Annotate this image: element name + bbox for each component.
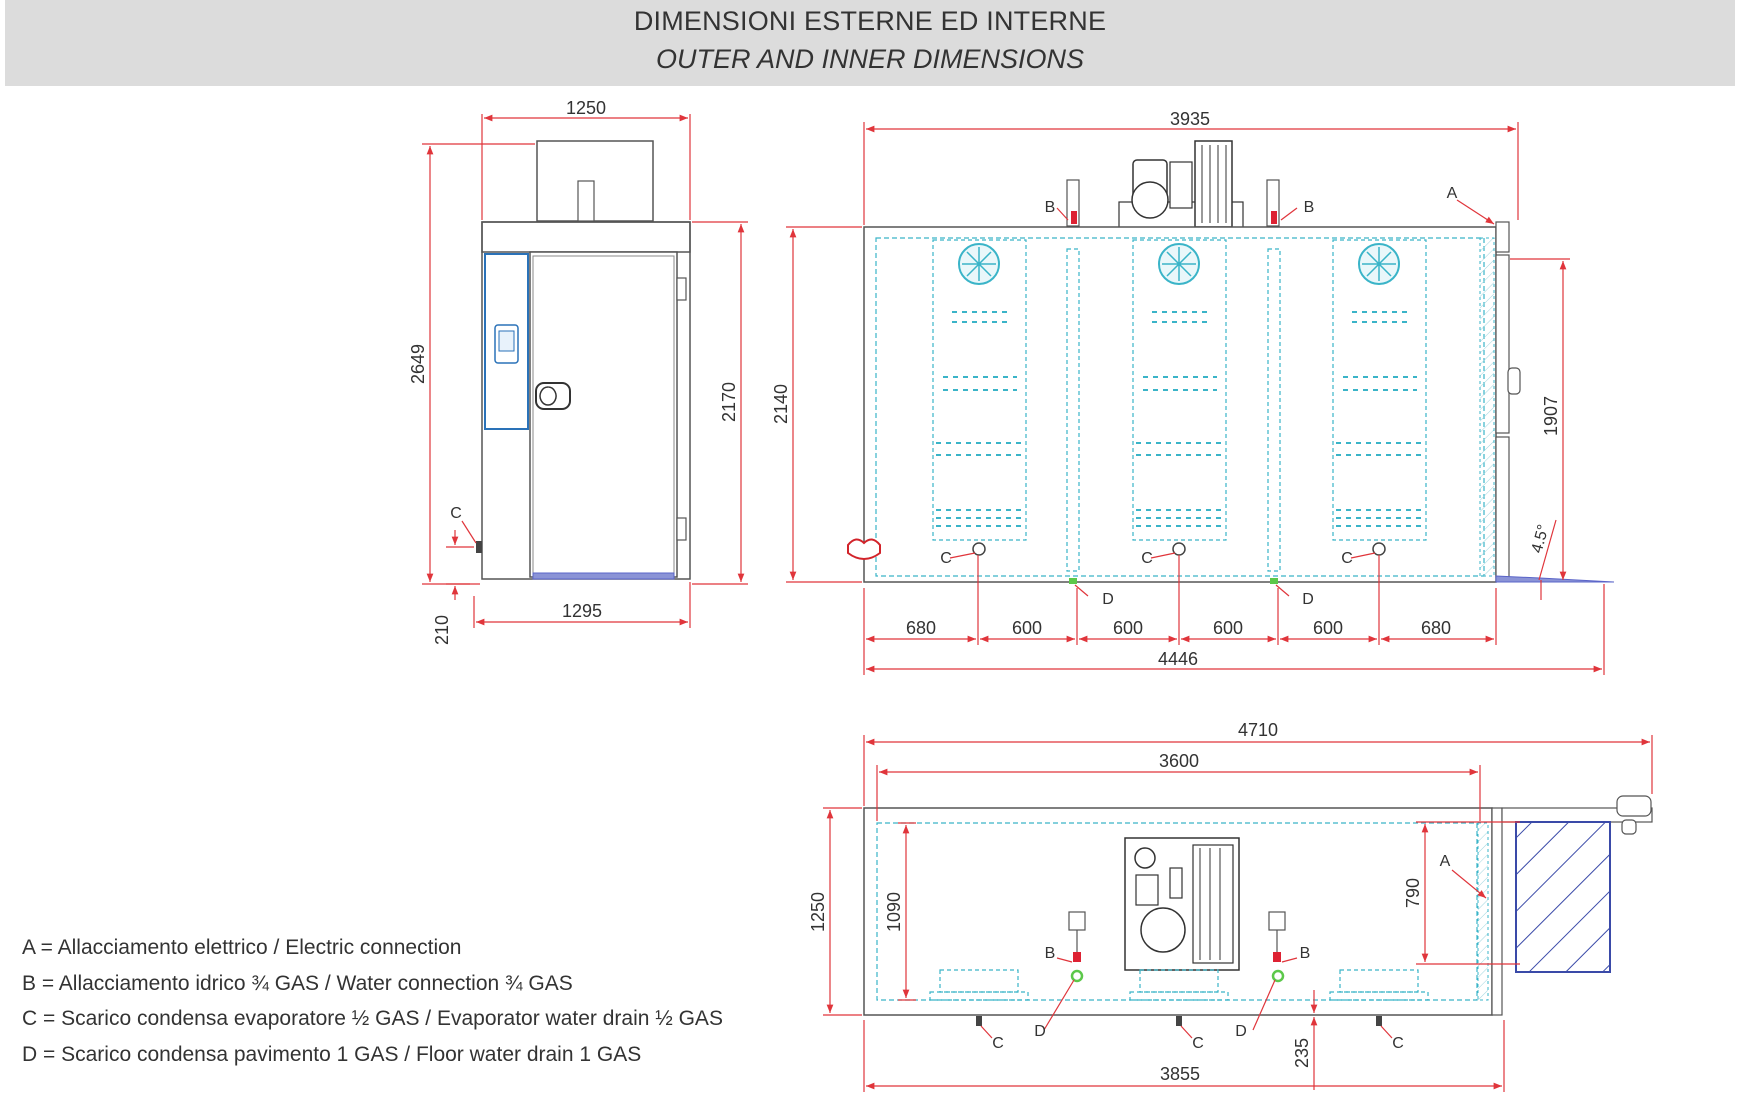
floor-drain-icon [1270, 578, 1278, 584]
front-label-c-1: C [940, 550, 952, 567]
plan-label-d-left: D [1034, 1023, 1046, 1040]
front-label-c-3: C [1341, 550, 1353, 567]
front-segment-1: 680 [906, 618, 936, 638]
side-drain-height: 210 [432, 615, 452, 645]
front-width-top: 3935 [1170, 109, 1210, 129]
title-italian: DIMENSIONI ESTERNE ED INTERNE [633, 6, 1107, 36]
door-handle-icon [535, 382, 571, 410]
legend-item-b: B = Allacciamento idrico ¾ GAS / Water c… [22, 971, 573, 995]
side-height-total: 2649 [408, 344, 428, 384]
hinge-icon [676, 277, 687, 301]
front-label-c-2: C [1141, 550, 1153, 567]
title-english: OUTER AND INNER DIMENSIONS [655, 44, 1085, 74]
legend: A = Allacciamento elettrico / Electric c… [22, 930, 723, 1072]
side-width-base: 1295 [562, 601, 602, 621]
plan-label-c-3: C [1392, 1035, 1404, 1052]
front-view [847, 140, 1615, 584]
front-label-a: A [1447, 185, 1458, 202]
front-label-d-2: D [1302, 591, 1314, 608]
drain-c-icon [976, 1016, 982, 1026]
front-dimensions [786, 122, 1605, 675]
side-view [476, 140, 691, 580]
front-height-door: 1907 [1541, 396, 1561, 436]
plan-label-b-left: B [1045, 945, 1056, 962]
header-banner: DIMENSIONI ESTERNE ED INTERNE OUTER AND … [5, 0, 1735, 86]
drain-c-icon [1176, 1016, 1182, 1026]
side-top-panel [481, 221, 691, 253]
plan-label-c-2: C [1192, 1035, 1204, 1052]
legend-item-a: A = Allacciamento elettrico / Electric c… [22, 936, 462, 959]
side-door [529, 251, 678, 578]
hinge-icon [676, 517, 687, 541]
side-label-c: C [450, 505, 462, 522]
plan-depth-outer: 1250 [808, 892, 828, 932]
plan-label-b-right: B [1300, 945, 1311, 962]
drain-c-icon [1376, 1016, 1382, 1026]
plan-width-bottom: 3855 [1160, 1064, 1200, 1084]
front-segment-2: 600 [1012, 618, 1042, 638]
legend-item-d: D = Scarico condensa pavimento 1 GAS / F… [22, 1042, 642, 1066]
front-segment-5: 600 [1313, 618, 1343, 638]
side-width-top: 1250 [566, 98, 606, 118]
floor-drain-icon [1070, 969, 1084, 983]
door-swing-area [1515, 821, 1611, 973]
front-segment-6: 680 [1421, 618, 1451, 638]
front-width-total: 4446 [1158, 649, 1198, 669]
side-height-body: 2170 [719, 382, 739, 422]
front-segment-4: 600 [1213, 618, 1243, 638]
plan-drain-offset: 235 [1292, 1038, 1312, 1068]
front-ramp-angle: 4.5° [1529, 523, 1553, 555]
plan-door-depth: 790 [1403, 878, 1423, 908]
plan-label-c-1: C [992, 1035, 1004, 1052]
front-segment-3: 600 [1113, 618, 1143, 638]
plan-dimensions [823, 735, 1653, 1092]
drain-c-icon [972, 542, 986, 556]
brand-logo-icon [847, 538, 881, 560]
side-condensing-unit [536, 140, 654, 222]
legend-item-c: C = Scarico condensa evaporatore ½ GAS /… [22, 1007, 723, 1030]
front-label-b-right: B [1304, 199, 1315, 216]
plan-label-a: A [1440, 853, 1451, 870]
side-dimensions [422, 114, 748, 628]
floor-drain-icon [1069, 578, 1077, 584]
plan-width-total: 4710 [1238, 720, 1278, 740]
front-height-body: 2140 [771, 384, 791, 424]
plan-width-inner: 3600 [1159, 751, 1199, 771]
plan-depth-inner: 1090 [884, 892, 904, 932]
plan-label-d-right: D [1235, 1023, 1247, 1040]
front-label-b-left: B [1045, 199, 1056, 216]
plan-view [863, 795, 1653, 1026]
drain-fitting-icon [476, 541, 482, 553]
front-cabinet [863, 226, 1497, 583]
floor-drain-icon [1271, 969, 1285, 983]
front-label-d-1: D [1102, 591, 1114, 608]
